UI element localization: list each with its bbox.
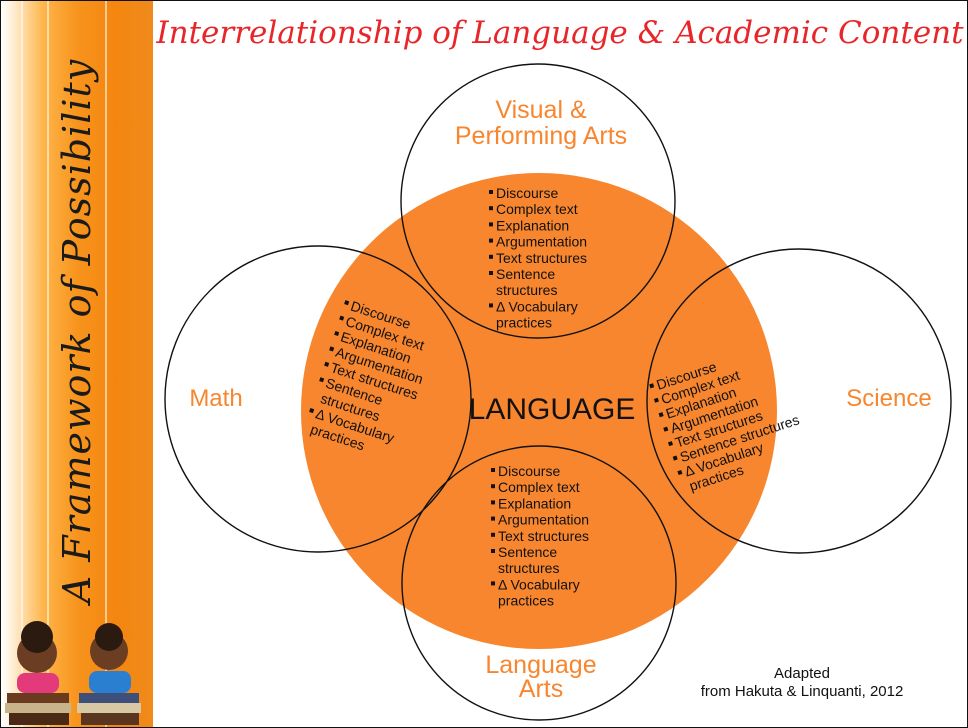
credit-line1: Adapted [774,665,830,682]
bullet-marker [491,516,495,521]
circle-math [164,245,472,553]
bullet-marker [672,455,678,461]
bullet-marker [344,300,350,306]
left-orange-band [1,1,153,727]
bullet-marker [491,468,495,472]
bullet-item-bottom: Discourse [498,463,560,479]
bullet-marker [658,412,664,418]
center-label-language: LANGUAGE [469,393,636,426]
bullet-item-top: practices [496,315,552,331]
bullet-marker [677,470,683,476]
bullet-marker [489,206,493,211]
bullet-marker [334,330,340,337]
bullet-item-top: Complex text [496,201,578,217]
bullet-marker [489,271,493,275]
circle-language-arts [401,445,677,721]
bullet-item-bottom: structures [498,560,559,576]
bullet-marker [491,532,495,537]
circle-visual-performing-arts [400,63,676,339]
bullet-marker [649,383,655,389]
bullet-item-bottom: Text structures [498,528,589,544]
language-circle [301,173,777,649]
students-on-books-image [5,621,141,725]
bullet-item-bottom: practices [498,593,554,609]
bullet-marker [491,484,495,489]
label-language-arts-line1: Language [485,651,596,679]
bullet-item-top: Text structures [496,250,587,266]
bullet-item-bottom: Argumentation [498,512,589,528]
bullet-item-top: structures [496,282,557,298]
bullet-marker [489,238,493,243]
bullet-marker [667,441,674,447]
bullet-marker [491,500,495,505]
bullet-item-bottom: Complex text [498,479,580,495]
bullet-item-bottom: Δ Vocabulary [498,576,580,592]
bullet-marker [329,346,335,352]
bullet-item-bottom: Explanation [498,495,571,511]
label-science: Science [846,385,931,412]
credit-text: Adapted from Hakuta & Linquanti, 2012 [677,665,927,701]
bullet-marker [491,549,495,553]
bullet-marker [663,426,669,432]
bullet-marker [309,408,315,414]
label-math: Math [189,385,242,412]
slide-title: Interrelationship of Language & Academic… [156,15,964,51]
bullet-item-top: Discourse [496,185,558,201]
bullet-marker [489,254,493,259]
bullet-item-top: Argumentation [496,234,587,250]
bullet-item-top: Δ Vocabulary [496,298,578,314]
bullet-item-top: Sentence [496,266,555,282]
label-visual-performing-arts-line2: Performing Arts [455,122,627,150]
bullet-marker [489,222,493,227]
bullet-item-bottom: Sentence [498,544,557,560]
bullet-marker [324,361,330,367]
bullet-marker [339,315,345,321]
bullet-marker [653,397,659,403]
bullet-marker [489,190,493,194]
bullet-item-top: Explanation [496,217,569,233]
bullet-marker [319,377,325,383]
bullet-marker [491,581,495,586]
bullet-marker [489,303,493,308]
label-language-arts-line2: Arts [519,675,563,703]
circle-science [646,248,952,554]
credit-line2: from Hakuta & Linquanti, 2012 [700,683,904,700]
label-visual-performing-arts-line1: Visual & [495,96,587,124]
